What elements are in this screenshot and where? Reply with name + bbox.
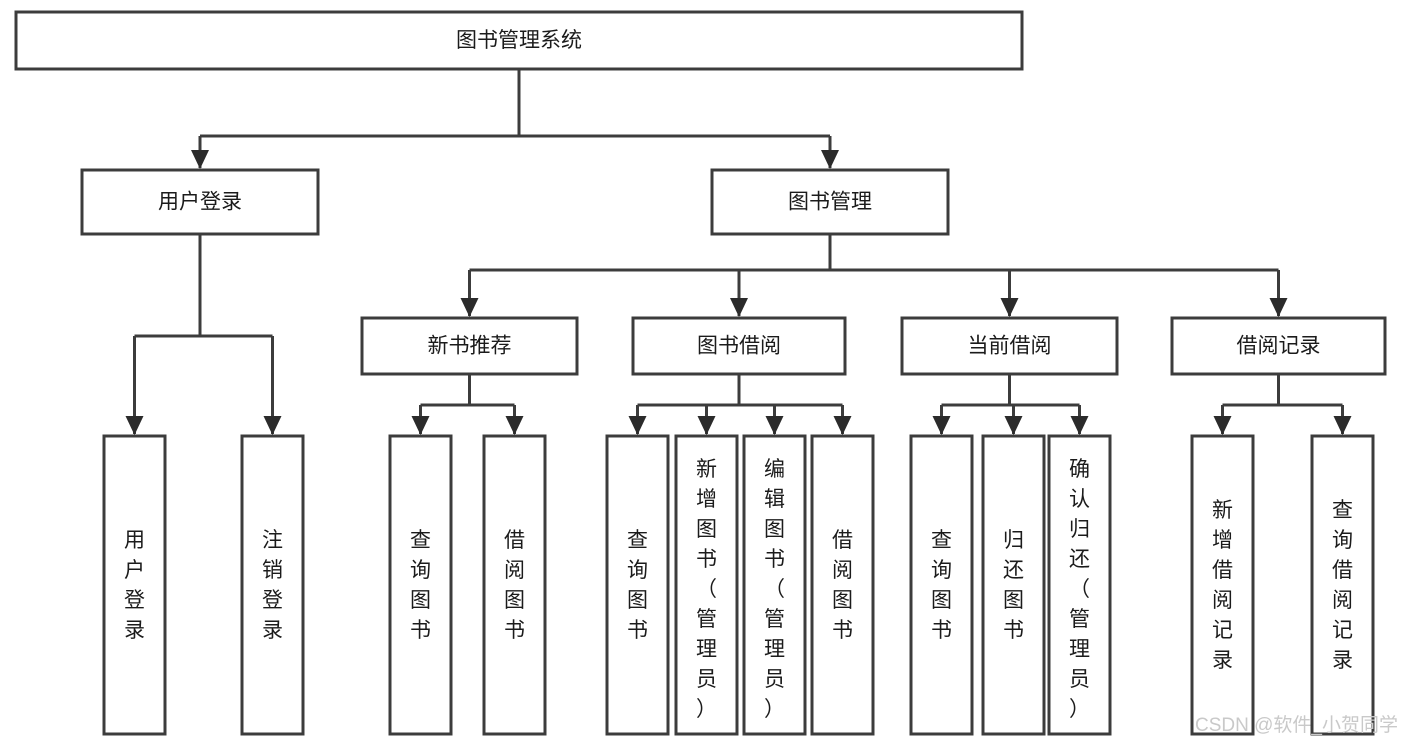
node-label: 查询图书	[931, 529, 952, 642]
node-box[interactable]	[810, 434, 875, 736]
node-leaf-add-record[interactable]: 新增借阅记录	[1190, 434, 1255, 736]
node-label: 查询借阅记录	[1332, 499, 1353, 672]
csdn-watermark: CSDN @软件_小贺同学	[1195, 714, 1398, 736]
node-leaf-query-book-2[interactable]: 查询图书	[605, 434, 670, 736]
arrow-head-icon	[821, 150, 839, 169]
node-label: 用户登录	[124, 529, 145, 642]
connector-group-book-manage	[460, 234, 1288, 317]
node-layer: 图书管理系统用户登录图书管理新书推荐图书借阅当前借阅借阅记录用户登录注销登录查询…	[14, 10, 1387, 736]
connector-group-user-login	[125, 234, 282, 435]
arrow-head-icon	[263, 416, 282, 435]
node-box[interactable]	[388, 434, 453, 736]
node-label: 当前借阅	[968, 335, 1052, 358]
arrow-head-icon	[1213, 416, 1232, 435]
arrow-head-icon	[1070, 416, 1089, 435]
node-label: 编辑图书（管理员）	[764, 458, 785, 721]
node-box[interactable]	[742, 434, 807, 736]
arrow-head-icon	[833, 416, 852, 435]
node-leaf-query-book-3[interactable]: 查询图书	[909, 434, 974, 736]
connector-group-borrow-record	[1213, 374, 1352, 435]
arrow-head-icon	[1333, 416, 1352, 435]
arrow-head-icon	[1004, 416, 1023, 435]
node-label: 新增图书（管理员）	[696, 458, 717, 721]
arrow-head-icon	[765, 416, 784, 435]
node-label: 归还图书	[1003, 529, 1024, 642]
arrow-head-icon	[1269, 298, 1288, 317]
node-box[interactable]	[1310, 434, 1375, 736]
node-label: 图书借阅	[697, 335, 781, 358]
connector-group-root	[191, 69, 839, 169]
node-box[interactable]	[1190, 434, 1255, 736]
node-label: 查询图书	[627, 529, 648, 642]
node-leaf-user-login[interactable]: 用户登录	[102, 434, 167, 736]
node-label: 借阅图书	[832, 529, 853, 642]
arrow-head-icon	[932, 416, 951, 435]
node-box[interactable]	[900, 316, 1119, 376]
node-book-borrow[interactable]: 图书借阅	[631, 316, 847, 376]
arrow-head-icon	[191, 150, 209, 169]
node-leaf-query-book-1[interactable]: 查询图书	[388, 434, 453, 736]
node-box[interactable]	[14, 10, 1024, 71]
arrow-head-icon	[460, 298, 479, 317]
node-leaf-return-book[interactable]: 归还图书	[981, 434, 1046, 736]
node-label: 查询图书	[410, 529, 431, 642]
node-leaf-confirm-return[interactable]: 确认归还（管理员）	[1047, 434, 1112, 736]
node-label: 用户登录	[158, 191, 242, 214]
node-book-manage[interactable]: 图书管理	[710, 168, 950, 236]
arrow-head-icon	[697, 416, 716, 435]
node-label: 确认归还（管理员）	[1069, 458, 1090, 721]
arrow-head-icon	[125, 416, 144, 435]
node-label: 注销登录	[262, 529, 283, 642]
node-leaf-borrow-book-2[interactable]: 借阅图书	[810, 434, 875, 736]
node-box[interactable]	[710, 168, 950, 236]
node-leaf-edit-book[interactable]: 编辑图书（管理员）	[742, 434, 807, 736]
arrow-head-icon	[628, 416, 647, 435]
node-leaf-borrow-book-1[interactable]: 借阅图书	[482, 434, 547, 736]
node-label: 新书推荐	[428, 335, 512, 358]
connector-group-current-borrow	[932, 374, 1089, 435]
arrow-head-icon	[411, 416, 430, 435]
node-box[interactable]	[102, 434, 167, 736]
node-box[interactable]	[981, 434, 1046, 736]
arrow-head-icon	[505, 416, 524, 435]
connector-layer	[125, 69, 1352, 435]
node-leaf-logout[interactable]: 注销登录	[240, 434, 305, 736]
node-root[interactable]: 图书管理系统	[14, 10, 1024, 71]
connector-group-book-borrow	[628, 374, 852, 435]
arrow-head-icon	[1000, 298, 1019, 317]
node-new-book-rec[interactable]: 新书推荐	[360, 316, 579, 376]
node-label: 借阅图书	[504, 529, 525, 642]
node-borrow-record[interactable]: 借阅记录	[1170, 316, 1387, 376]
node-label: 图书管理	[788, 191, 872, 214]
node-label: 借阅记录	[1237, 335, 1321, 358]
node-box[interactable]	[631, 316, 847, 376]
node-box[interactable]	[80, 168, 320, 236]
node-box[interactable]	[1047, 434, 1112, 736]
node-box[interactable]	[360, 316, 579, 376]
node-box[interactable]	[482, 434, 547, 736]
node-box[interactable]	[605, 434, 670, 736]
node-leaf-query-record[interactable]: 查询借阅记录	[1310, 434, 1375, 736]
node-current-borrow[interactable]: 当前借阅	[900, 316, 1119, 376]
node-box[interactable]	[909, 434, 974, 736]
node-box[interactable]	[1170, 316, 1387, 376]
node-leaf-add-book[interactable]: 新增图书（管理员）	[674, 434, 739, 736]
node-label: 新增借阅记录	[1212, 499, 1233, 672]
node-box[interactable]	[240, 434, 305, 736]
node-user-login[interactable]: 用户登录	[80, 168, 320, 236]
node-label: 图书管理系统	[456, 29, 582, 52]
node-box[interactable]	[674, 434, 739, 736]
arrow-head-icon	[730, 298, 748, 317]
connector-group-new-book-rec	[411, 374, 524, 435]
